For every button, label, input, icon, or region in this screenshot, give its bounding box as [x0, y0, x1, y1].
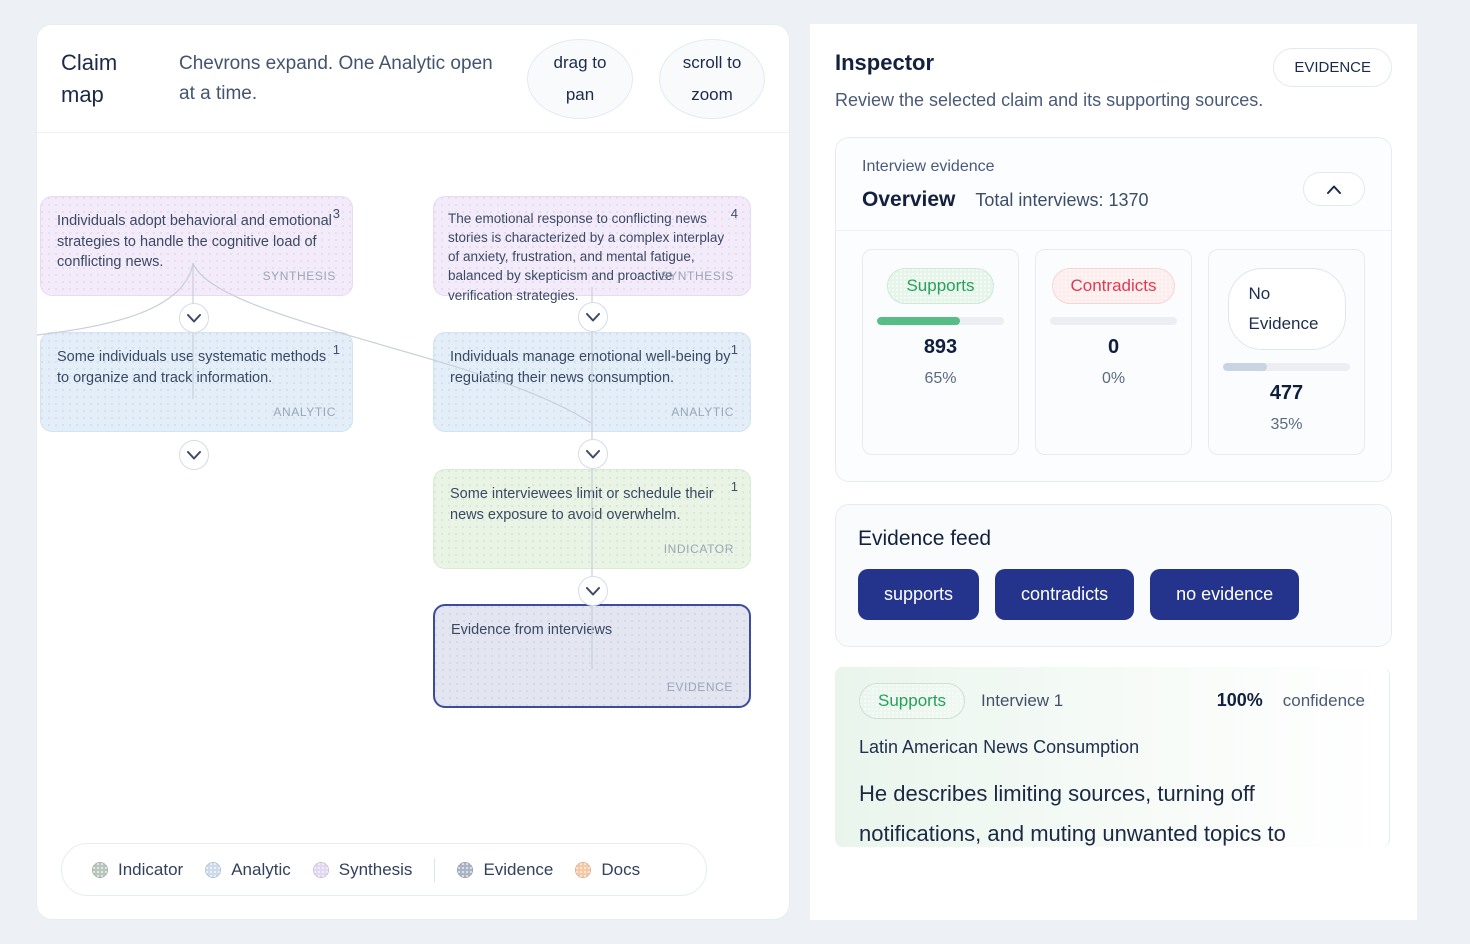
claim-node-number: 4 [730, 206, 738, 221]
claim-node-synthesis-3[interactable]: Individuals adopt behavioral and emotion… [40, 196, 353, 296]
analytic-dot-icon [205, 861, 222, 878]
interview-evidence-label: Interview evidence [862, 158, 995, 175]
claim-node-text: Individuals adopt behavioral and emotion… [57, 213, 332, 271]
chevron-up-icon [1327, 185, 1341, 194]
legend-item-synthesis: Synthesis [312, 859, 413, 880]
interview-source: Interview 1 [981, 690, 1064, 710]
confidence-label: confidence [1282, 690, 1365, 710]
total-interviews: Total interviews: 1370 [975, 190, 1149, 210]
inspector-title: Inspector [835, 50, 935, 75]
interview-card-header: Interview evidence Overview Total interv… [836, 138, 1391, 230]
expand-chevron-icon[interactable] [179, 303, 209, 333]
feed-filters: supports contradicts no evidence [858, 568, 1369, 620]
legend-item-docs: Docs [575, 860, 640, 880]
claim-node-type-label: SYNTHESIS [262, 268, 336, 283]
claim-node-indicator[interactable]: Some interviewees limit or schedule thei… [433, 469, 751, 569]
supports-badge: Supports [887, 268, 994, 304]
claim-node-type-label: INDICATOR [663, 541, 734, 556]
claim-map-panel: Claim map Chevrons expand. One Analytic … [36, 24, 790, 920]
claim-node-synthesis-4[interactable]: The emotional response to conflicting ne… [433, 196, 751, 303]
no-evidence-progress-bar [1223, 362, 1350, 371]
expand-chevron-icon[interactable] [578, 302, 608, 332]
contradicts-badge: Contradicts [1051, 268, 1176, 304]
legend-item-indicator: Indicator [92, 860, 183, 880]
docs-dot-icon [575, 861, 592, 878]
expand-chevron-icon[interactable] [578, 576, 608, 606]
inspector-header: Inspector EVIDENCE Review the selected c… [810, 24, 1417, 111]
evidence-type-badge: EVIDENCE [1273, 48, 1392, 87]
claim-map-title: Claim map [61, 49, 118, 107]
supports-count: 893 [923, 336, 958, 358]
inspector-panel: Inspector EVIDENCE Review the selected c… [810, 24, 1417, 920]
evidence-dot-icon [457, 861, 474, 878]
expand-chevron-icon[interactable] [179, 440, 209, 470]
synthesis-dot-icon [312, 861, 329, 878]
stats-row: Supports 893 65% Contradicts 0 0% [836, 231, 1391, 481]
legend-label: Evidence [483, 859, 554, 879]
claim-node-text: Some interviewees limit or schedule thei… [450, 486, 714, 523]
legend-divider [434, 857, 436, 882]
evidence-feed-item[interactable]: Supports Interview 1 100% confidence Lat… [835, 666, 1390, 847]
claim-map-hint: Chevrons expand. One Analytic open at a … [179, 53, 493, 104]
contradicts-percent: 0% [1101, 370, 1126, 387]
supports-percent: 65% [924, 370, 957, 387]
claim-node-number: 1 [730, 342, 738, 357]
evidence-feed-card: Evidence feed supports contradicts no ev… [835, 503, 1392, 647]
indicator-dot-icon [92, 861, 108, 878]
claim-node-type-label: ANALYTIC [671, 404, 734, 419]
claim-map-canvas[interactable]: Individuals adopt behavioral and emotion… [37, 25, 789, 919]
claim-node-type-label: SYNTHESIS [660, 268, 734, 283]
no-evidence-percent: 35% [1270, 415, 1303, 433]
supports-pill: Supports [859, 682, 966, 719]
claim-node-analytic-2[interactable]: Individuals manage emotional well-being … [433, 332, 751, 432]
scroll-to-zoom-hint: scroll to zoom [659, 38, 765, 119]
claim-node-text: The emotional response to conflicting ne… [448, 211, 725, 303]
evidence-title: Latin American News Consumption [859, 736, 1140, 757]
claim-node-text: Individuals manage emotional well-being … [450, 349, 731, 386]
claim-node-type-label: EVIDENCE [666, 679, 733, 694]
claim-map-header: Claim map Chevrons expand. One Analytic … [37, 25, 789, 133]
overview-row: Overview Total interviews: 1370 [862, 188, 1365, 212]
claim-node-number: 3 [332, 206, 340, 221]
stat-card-supports: Supports 893 65% [862, 249, 1019, 455]
legend-label: Analytic [231, 859, 291, 879]
stat-card-no-evidence: No Evidence 477 35% [1208, 249, 1365, 455]
interview-evidence-card: Interview evidence Overview Total interv… [835, 137, 1392, 482]
evidence-quote: He describes limiting sources, turning o… [859, 780, 1286, 847]
legend-label: Docs [601, 859, 641, 879]
collapse-button[interactable] [1303, 172, 1365, 206]
legend-item-evidence: Evidence [457, 860, 553, 880]
claim-node-number: 1 [332, 342, 340, 357]
legend-item-analytic: Analytic [205, 860, 291, 880]
no-evidence-count: 477 [1269, 381, 1304, 404]
claim-node-type-label: ANALYTIC [273, 404, 336, 419]
filter-supports-button[interactable]: supports [858, 568, 980, 620]
legend-label: Indicator [118, 859, 184, 879]
contradicts-progress-bar [1050, 317, 1177, 325]
claim-node-number: 1 [730, 479, 738, 494]
inspector-subtitle: Review the selected claim and its suppor… [835, 90, 1264, 110]
evidence-feed-heading: Evidence feed [858, 526, 992, 550]
claim-node-text: Some individuals use systematic methods … [57, 349, 327, 386]
contradicts-count: 0 [1107, 336, 1120, 358]
supports-progress-bar [877, 317, 1004, 325]
filter-no-evidence-button[interactable]: no evidence [1150, 568, 1300, 620]
card-divider [836, 230, 1391, 231]
overview-heading: Overview [862, 188, 956, 211]
no-evidence-badge: No Evidence [1227, 268, 1346, 350]
claim-node-text: Evidence from interviews [451, 622, 613, 638]
claim-node-analytic-1[interactable]: Some individuals use systematic methods … [40, 332, 353, 432]
confidence-value: 100% [1216, 690, 1263, 710]
filter-contradicts-button[interactable]: contradicts [995, 568, 1135, 620]
feed-item-meta-row: Supports Interview 1 100% confidence [859, 682, 1365, 719]
legend-label: Synthesis [338, 859, 413, 879]
expand-chevron-icon[interactable] [578, 439, 608, 469]
stat-card-contradicts: Contradicts 0 0% [1035, 249, 1192, 455]
map-legend: Indicator Analytic Synthesis Evidence [61, 843, 707, 896]
claim-node-evidence-selected[interactable]: Evidence from interviews EVIDENCE [433, 604, 751, 708]
drag-to-pan-hint: drag to pan [527, 38, 633, 119]
